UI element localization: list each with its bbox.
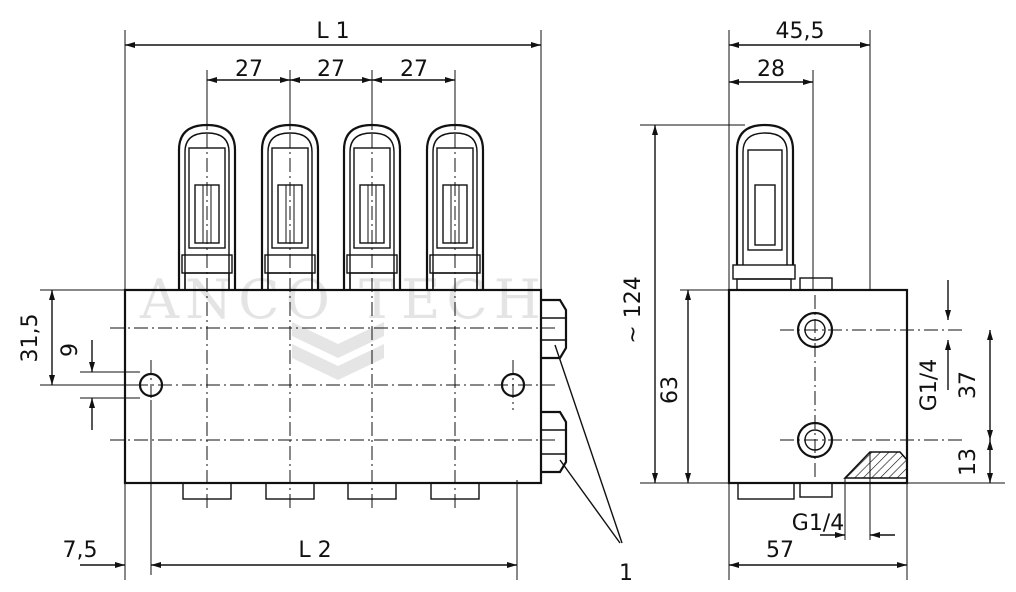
label-57: 57	[766, 538, 794, 563]
label-31-5: 31,5	[18, 314, 43, 363]
side-view	[640, 30, 1005, 580]
label-pitch-2: 27	[317, 57, 345, 82]
front-view	[40, 30, 623, 580]
label-45-5: 45,5	[776, 19, 825, 44]
label-28: 28	[757, 57, 785, 82]
label-pitch-3: 27	[400, 57, 428, 82]
label-7-5: 7,5	[63, 538, 98, 563]
label-63: 63	[658, 376, 683, 404]
label-124: ~ 124	[621, 276, 646, 343]
label-g14-bottom: G1/4	[792, 511, 844, 536]
distributor-body	[123, 288, 543, 485]
label-13: 13	[956, 448, 981, 476]
label-g14-right: G1/4	[917, 359, 942, 411]
label-l2: L 2	[298, 538, 331, 563]
side-plugs	[541, 298, 568, 474]
watermark: ANCO TECH	[139, 268, 547, 380]
label-l1: L 1	[316, 19, 349, 44]
label-pitch-1: 27	[235, 57, 263, 82]
label-37: 37	[956, 371, 981, 399]
label-9: 9	[58, 343, 83, 357]
indicator-units	[177, 110, 485, 510]
watermark-text: ANCO TECH	[139, 268, 547, 331]
callout-1: 1	[619, 561, 633, 586]
